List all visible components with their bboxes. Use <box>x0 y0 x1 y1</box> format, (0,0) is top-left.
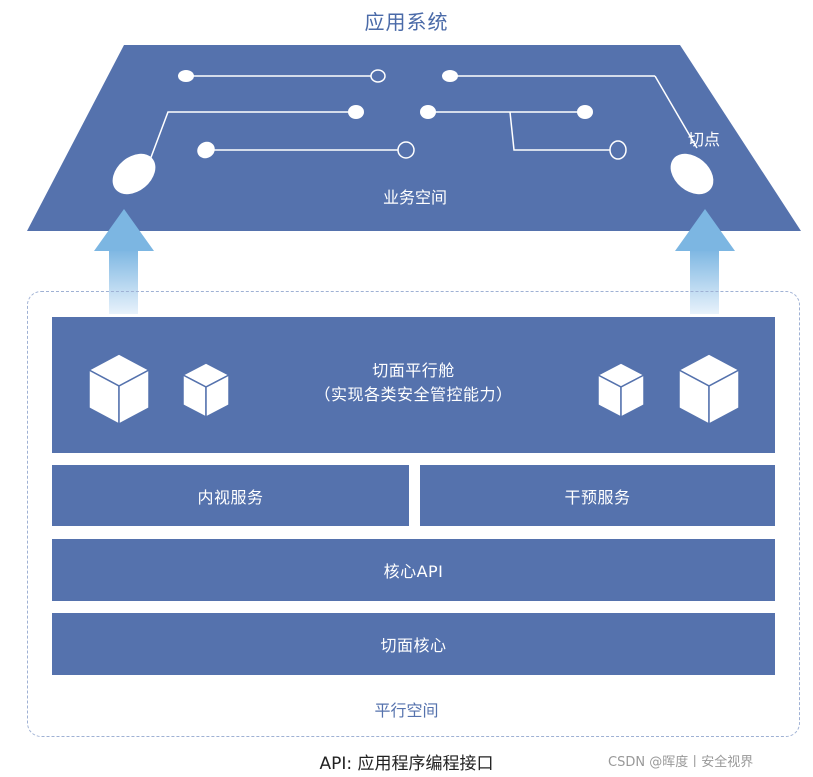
cabin-subtitle: （实现各类安全管控能力） <box>314 385 513 404</box>
cut-point-right <box>670 153 714 195</box>
aspect-parallel-cabin: 切面平行舱 （实现各类安全管控能力） <box>52 317 775 453</box>
aspect-core-layer: 切面核心 <box>52 613 775 675</box>
business-space-label: 业务空间 <box>382 188 447 207</box>
introspection-service: 内视服务 <box>52 465 409 526</box>
core-api-label: 核心API <box>383 562 444 581</box>
intervention-service: 干预服务 <box>420 465 775 526</box>
cube-icon <box>597 362 645 418</box>
parallel-space-frame <box>27 291 800 737</box>
api-caption: API: 应用程序编程接口 <box>319 754 494 774</box>
cut-point-label: 切点 <box>688 130 721 149</box>
watermark: CSDN @晖度丨安全视界 <box>608 755 754 770</box>
cube-icon <box>88 353 150 425</box>
cube-icon <box>182 362 230 418</box>
business-space-plane <box>27 45 801 231</box>
intervention-service-label: 干预服务 <box>564 487 631 507</box>
app-system-title: 应用系统 <box>364 10 449 34</box>
cabin-title: 切面平行舱 <box>372 361 455 380</box>
parallel-space-label: 平行空间 <box>374 701 439 720</box>
core-api-layer: 核心API <box>52 539 775 601</box>
up-arrow-right <box>675 209 735 314</box>
cut-point-left <box>112 153 156 195</box>
cube-icon <box>678 353 740 425</box>
aspect-core-label: 切面核心 <box>380 636 447 655</box>
introspection-service-label: 内视服务 <box>197 487 264 507</box>
up-arrow-left <box>94 209 154 314</box>
